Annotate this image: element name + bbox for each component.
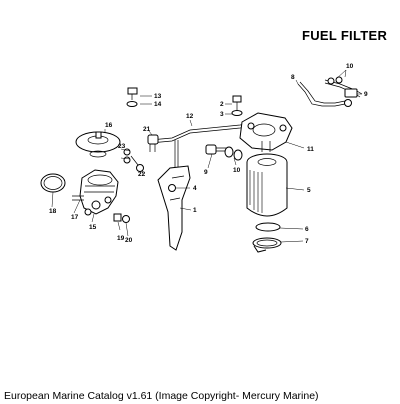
label-17: 17	[71, 214, 79, 221]
label-6: 6	[305, 226, 309, 233]
label-20: 20	[125, 237, 133, 244]
label-9-left: 9	[204, 169, 208, 176]
o-ring-18	[40, 173, 66, 193]
fuel-pump-15	[72, 169, 119, 216]
label-22: 22	[138, 171, 146, 178]
filter-head-11	[239, 112, 293, 152]
bracket-1	[157, 165, 191, 251]
pump-cover-16	[75, 131, 121, 158]
seal-6	[255, 222, 281, 232]
bolt-2-washer-3	[231, 95, 243, 116]
label-10-right: 10	[346, 63, 354, 70]
label-14: 14	[154, 101, 162, 108]
nut-19-washer-20	[113, 213, 130, 223]
bolt-21	[147, 134, 159, 152]
label-18: 18	[49, 208, 57, 215]
label-21: 21	[143, 126, 151, 133]
label-16: 16	[105, 122, 113, 129]
label-3: 3	[220, 111, 224, 118]
leader-lines	[51, 69, 362, 243]
clamp-7	[252, 237, 282, 253]
diagram-title: FUEL FILTER	[302, 28, 388, 43]
label-9-right: 9	[364, 91, 368, 98]
label-11: 11	[307, 146, 314, 153]
part-labels: 13 14 16 21 23 22 4 1 12 2 3 11 5 6 7 9 …	[49, 63, 368, 245]
bolt-13	[126, 87, 138, 107]
label-2: 2	[220, 101, 224, 108]
fuel-line-12	[149, 123, 249, 168]
fitting-4	[168, 184, 176, 192]
washers-10	[224, 146, 243, 161]
label-12: 12	[186, 113, 194, 120]
fitting-9-right	[327, 76, 358, 107]
label-1: 1	[193, 207, 197, 214]
label-4: 4	[193, 185, 197, 192]
label-10-left: 10	[233, 167, 241, 174]
label-23: 23	[118, 143, 126, 150]
filter-element-5	[246, 153, 288, 217]
fitting-22-23	[123, 148, 144, 172]
label-5: 5	[307, 187, 311, 194]
label-7: 7	[305, 238, 309, 245]
label-15: 15	[89, 224, 97, 231]
image-caption: European Marine Catalog v1.61 (Image Cop…	[4, 390, 319, 402]
label-19: 19	[117, 235, 125, 242]
label-13: 13	[154, 93, 162, 100]
bolt-9-left	[205, 144, 226, 155]
label-8: 8	[291, 74, 295, 81]
